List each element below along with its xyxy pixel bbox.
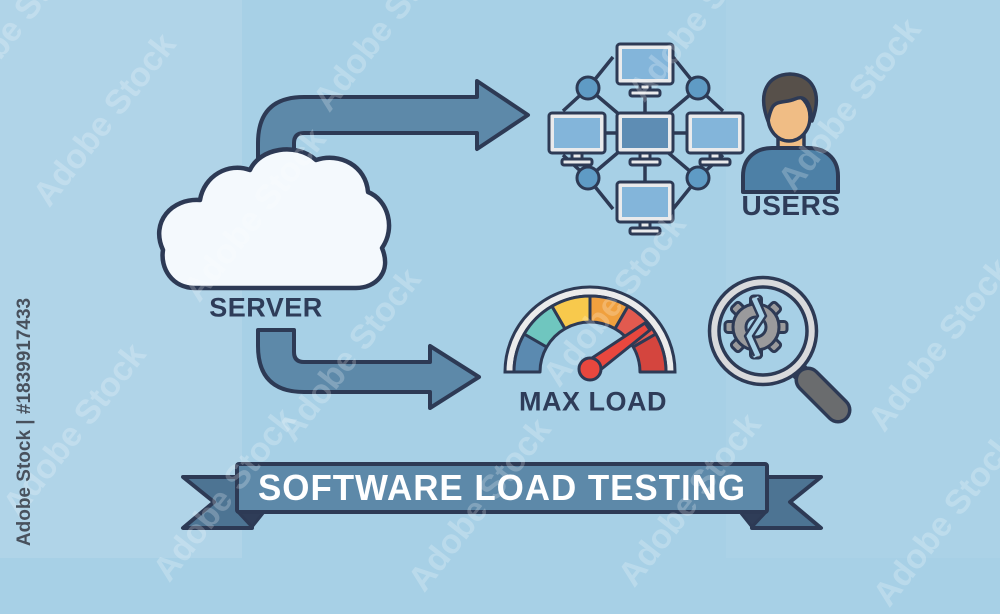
users-label: USERS — [741, 190, 841, 221]
person-torso — [741, 146, 840, 194]
monitor-icon — [685, 111, 745, 167]
arrow-right-icon — [256, 79, 530, 197]
banner-title: SOFTWARE LOAD TESTING — [258, 467, 746, 508]
ribbon-banner — [181, 462, 823, 530]
person-icon — [741, 72, 840, 194]
magnifier-broken-gear-icon — [707, 275, 852, 424]
monitor-icon-central-server — [615, 111, 675, 167]
monitor-icon — [615, 42, 675, 98]
ribbon-body — [235, 462, 769, 514]
network-nodes — [575, 75, 711, 191]
gear-crack — [744, 296, 767, 358]
speedometer-gauge-icon — [503, 285, 677, 382]
computer-network-icon — [547, 42, 745, 236]
monitor-icon — [615, 180, 675, 236]
monitor-icon — [547, 111, 607, 167]
max-load-label: MAX LOAD — [519, 386, 667, 417]
server-label: SERVER — [209, 292, 323, 323]
cloud-icon — [156, 147, 392, 291]
diagram-artwork — [156, 42, 852, 530]
arrow-right-icon — [256, 328, 481, 410]
broken-gear — [723, 294, 789, 360]
gauge-needle-pivot — [577, 356, 603, 382]
person-hair — [762, 72, 818, 123]
